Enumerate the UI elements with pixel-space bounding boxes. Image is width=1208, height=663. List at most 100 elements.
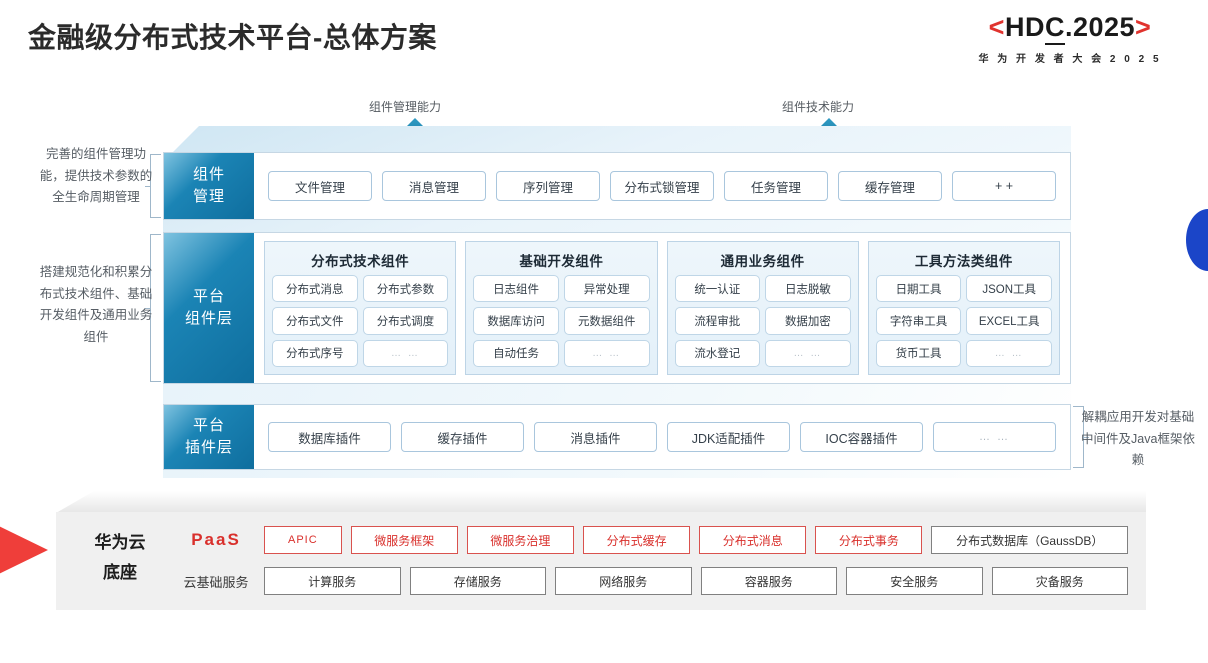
base-title-line1: 华为云 [94, 533, 146, 552]
capability-label-management: 组件管理能力 [369, 100, 442, 114]
blue-lens-decoration [1186, 209, 1208, 271]
layer-tab-line1: 平台 [192, 417, 225, 435]
layer-tab-line2: 插件层 [184, 439, 233, 456]
chip-item[interactable]: 缓存插件 [401, 422, 524, 452]
base-title: 华为云 底座 [72, 528, 168, 588]
base-chip[interactable]: 分布式消息 [699, 526, 807, 554]
component-cell[interactable]: 自动任务 [473, 339, 559, 367]
base-chip[interactable]: 网络服务 [555, 567, 692, 595]
base-row-label-cloud: 云基础服务 [183, 574, 249, 590]
bracket-right-plugin [1073, 406, 1089, 468]
base-row-cloud: 云基础服务 计算服务 存储服务 网络服务 容器服务 安全服务 灾备服务 [168, 565, 1128, 597]
hdc-logo: <HDC.2025> 华 为 开 发 者 大 会 2 0 2 5 [950, 12, 1190, 65]
component-cell[interactable]: 日志脱敏 [765, 275, 851, 303]
layer-platform-components: 平台 组件层 分布式技术组件 分布式消息 分布式参数 分布式文件 分布式调度 分… [163, 232, 1071, 384]
component-group-title: 通用业务组件 [720, 254, 805, 269]
layer-component-management: 组件 管理 文件管理 消息管理 序列管理 分布式锁管理 任务管理 缓存管理 + … [163, 152, 1071, 220]
component-cell[interactable]: 分布式序号 [272, 339, 358, 367]
chip-item[interactable]: 数据库插件 [268, 422, 391, 452]
layer-tab-component-management: 组件 管理 [164, 153, 254, 219]
chip-item[interactable]: 分布式锁管理 [610, 171, 714, 201]
component-group-grid: 日志组件 异常处理 数据库访问 元数据组件 自动任务 … … [473, 275, 650, 367]
component-cell[interactable]: 货币工具 [875, 339, 962, 367]
hdc-logo-text-b: .2025 [1064, 12, 1136, 42]
component-cell[interactable]: 流程审批 [674, 307, 761, 335]
component-group-grid: 分布式消息 分布式参数 分布式文件 分布式调度 分布式序号 … … [272, 275, 449, 367]
chip-item[interactable]: IOC容器插件 [800, 422, 923, 452]
component-cell[interactable]: 异常处理 [563, 275, 650, 303]
component-group-title: 基础开发组件 [519, 254, 604, 269]
chip-item-more[interactable]: … … [933, 422, 1056, 452]
component-cell[interactable]: 流水登记 [674, 339, 761, 367]
component-cell[interactable]: 数据库访问 [473, 307, 559, 335]
base-row-label-paas: PaaS [191, 530, 241, 549]
component-group-grid: 日期工具 JSON工具 字符串工具 EXCEL工具 货币工具 … … [875, 275, 1052, 367]
base-chip[interactable]: 微服务框架 [350, 526, 458, 554]
layer-tab-line2: 组件层 [184, 310, 233, 327]
chip-item[interactable]: JDK适配插件 [667, 422, 790, 452]
component-cell[interactable]: EXCEL工具 [966, 307, 1052, 335]
capability-label-technology: 组件技术能力 [782, 100, 855, 114]
component-cell[interactable]: 日期工具 [875, 275, 962, 303]
chip-item[interactable]: 序列管理 [496, 171, 600, 201]
note-component-layer: 搭建规范化和积累分布式技术组件、基础开发组件及通用业务组件 [39, 265, 153, 344]
base-chip[interactable]: 分布式数据库（GaussDB） [931, 526, 1129, 554]
component-cell[interactable]: 统一认证 [674, 275, 761, 303]
component-cell[interactable]: JSON工具 [966, 275, 1052, 303]
base-chip[interactable]: 安全服务 [846, 567, 983, 595]
component-cell[interactable]: 字符串工具 [875, 307, 962, 335]
page-title: 金融级分布式技术平台-总体方案 [28, 22, 437, 53]
chip-item[interactable]: 任务管理 [724, 171, 828, 201]
chip-item[interactable]: 缓存管理 [838, 171, 942, 201]
component-group: 工具方法类组件 日期工具 JSON工具 字符串工具 EXCEL工具 货币工具 …… [867, 241, 1060, 375]
base-title-line2: 底座 [103, 562, 137, 582]
hdc-logo-subtitle: 华 为 开 发 者 大 会 2 0 2 5 [978, 54, 1162, 65]
component-cell-more[interactable]: … … [563, 339, 650, 367]
hdc-logo-text-c: C [1044, 12, 1065, 45]
base-chip[interactable]: 微服务治理 [466, 526, 575, 554]
base-chip[interactable]: 计算服务 [264, 567, 401, 595]
base-chip[interactable]: 分布式事务 [815, 526, 923, 554]
angle-bracket-left-icon: < [988, 12, 1005, 42]
base-chip[interactable]: 容器服务 [700, 567, 837, 595]
component-group: 通用业务组件 统一认证 日志脱敏 流程审批 数据加密 流水登记 … … [666, 241, 859, 375]
base-chip[interactable]: APIC [264, 526, 342, 554]
component-group-title: 工具方法类组件 [914, 254, 1013, 269]
hdc-logo-main: <HDC.2025> [950, 12, 1190, 45]
component-group: 分布式技术组件 分布式消息 分布式参数 分布式文件 分布式调度 分布式序号 … … [264, 241, 457, 375]
base-perspective-top [56, 491, 1146, 513]
component-group-title: 分布式技术组件 [311, 254, 410, 269]
base-chip[interactable]: 存储服务 [409, 567, 546, 595]
red-wedge-decoration [0, 512, 48, 588]
bracket-left-manage [145, 154, 161, 218]
component-cell-more[interactable]: … … [362, 339, 449, 367]
component-group-grid: 统一认证 日志脱敏 流程审批 数据加密 流水登记 … … [674, 275, 851, 367]
chip-item[interactable]: 文件管理 [268, 171, 372, 201]
layer-tab-line1: 平台 [192, 288, 225, 306]
note-component-management: 完善的组件管理功能，提供技术参数的全生命周期管理 [39, 147, 153, 204]
chip-item-add[interactable]: + + [952, 171, 1056, 201]
layer-tab-line1: 组件 [192, 166, 225, 184]
component-cell[interactable]: 数据加密 [765, 307, 851, 335]
layer-tab-platform-plugin: 平台 插件层 [164, 405, 254, 469]
component-cell[interactable]: 分布式文件 [272, 307, 358, 335]
chip-item[interactable]: 消息插件 [534, 422, 657, 452]
layer-tab-line2: 管理 [192, 188, 225, 205]
component-cell-more[interactable]: … … [765, 339, 851, 367]
base-rows: PaaS APIC 微服务框架 微服务治理 分布式缓存 分布式消息 分布式事务 … [168, 524, 1129, 606]
layer-body-platform-components: 分布式技术组件 分布式消息 分布式参数 分布式文件 分布式调度 分布式序号 … … [254, 233, 1070, 383]
component-cell[interactable]: 元数据组件 [563, 307, 650, 335]
bracket-left-components [145, 234, 161, 382]
base-row-paas: PaaS APIC 微服务框架 微服务治理 分布式缓存 分布式消息 分布式事务 … [168, 524, 1129, 556]
component-cell[interactable]: 分布式参数 [362, 275, 449, 303]
component-cell[interactable]: 日志组件 [473, 275, 559, 303]
component-cell[interactable]: 分布式消息 [272, 275, 358, 303]
layer-body-platform-plugin: 数据库插件 缓存插件 消息插件 JDK适配插件 IOC容器插件 … … [254, 405, 1070, 469]
base-chip[interactable]: 灾备服务 [991, 567, 1128, 595]
component-cell-more[interactable]: … … [966, 339, 1052, 367]
layer-body-component-management: 文件管理 消息管理 序列管理 分布式锁管理 任务管理 缓存管理 + + [254, 153, 1070, 219]
chip-item[interactable]: 消息管理 [382, 171, 486, 201]
component-cell[interactable]: 分布式调度 [362, 307, 449, 335]
base-chip[interactable]: 分布式缓存 [583, 526, 691, 554]
